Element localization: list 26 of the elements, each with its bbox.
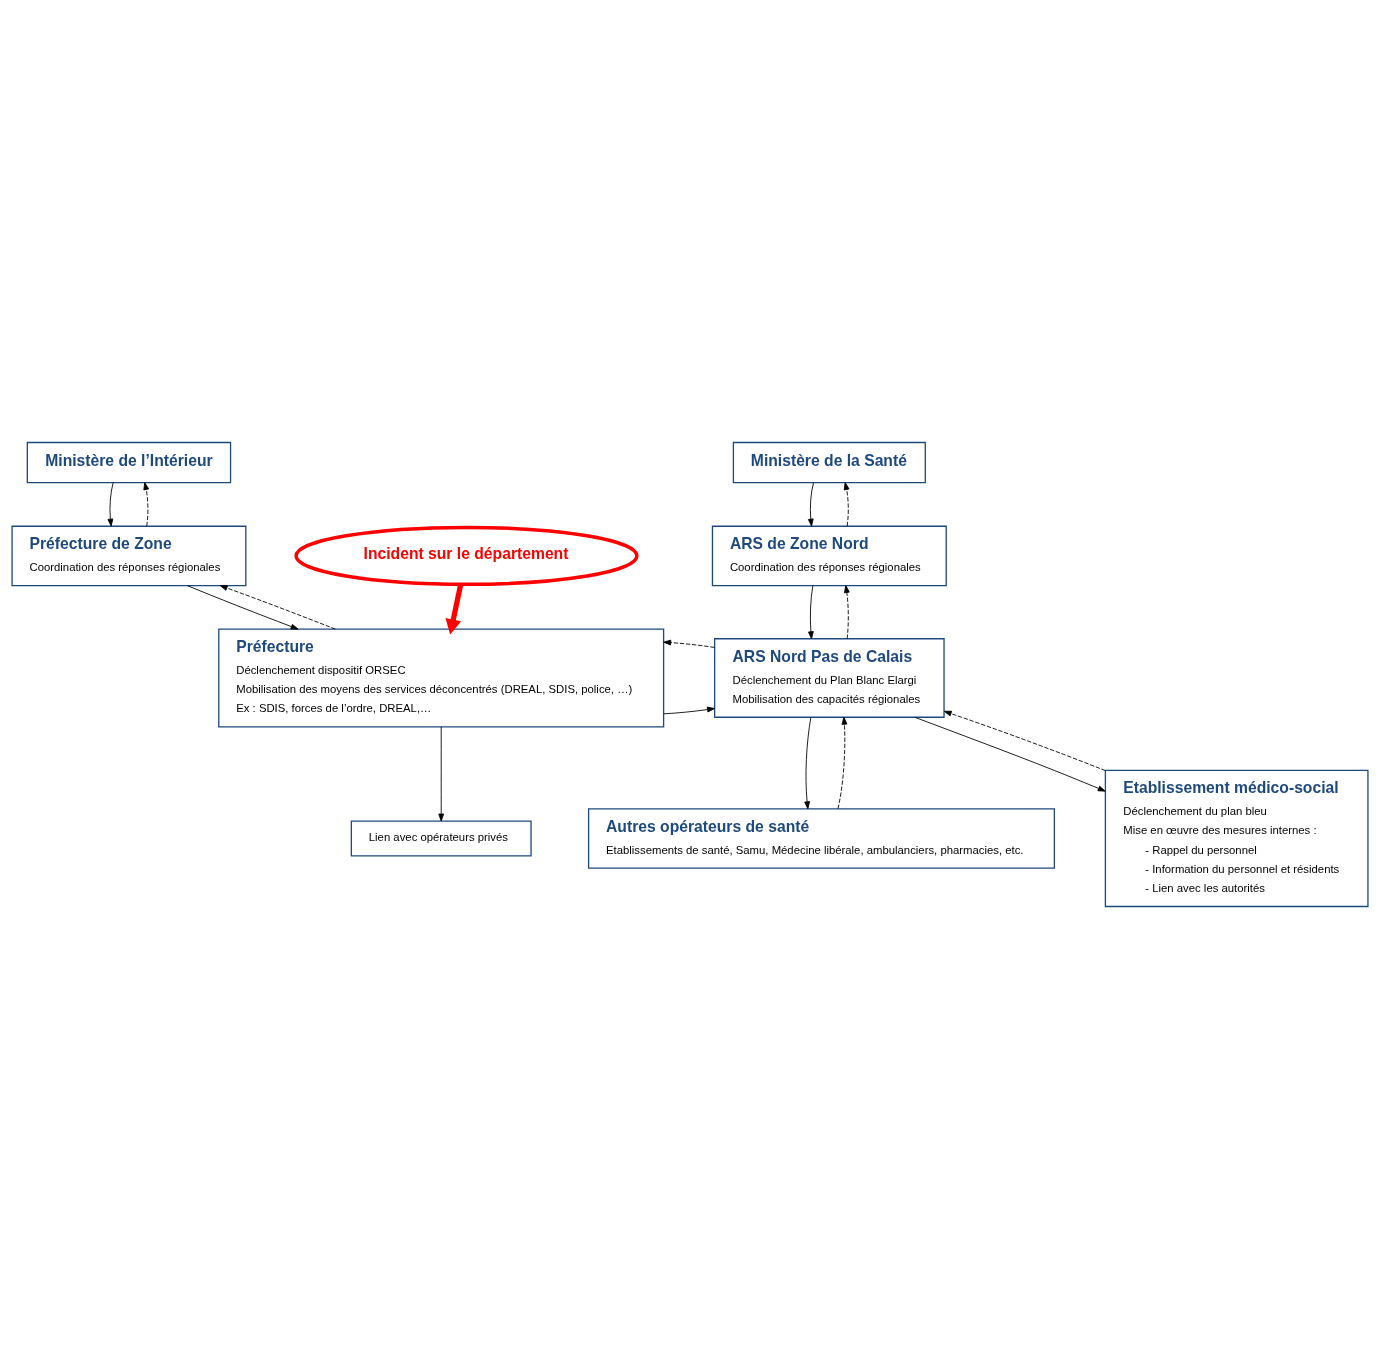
node-box: Préfecture de Zone Coordination des réponses régionales (11, 525, 247, 586)
node-box: Autres opérateurs de santé Etablissements de santé, Samu, Médecine libérale, ambulanciers, pharmacies, etc. (587, 807, 1056, 869)
node-box: Lien avec opérateurs privés (350, 819, 532, 857)
arrow (807, 481, 814, 526)
arrow (843, 481, 850, 526)
node-box: Etablissement médico-social Déclenchement du plan bleu Mise en œuvre des mesures internes : - Rappel du personnel - Information du personnel et résidents - Lien avec les autorités (1104, 769, 1369, 907)
arrow (808, 584, 814, 639)
node-box: Ministère de la Santé (732, 441, 926, 483)
arrow (663, 639, 715, 648)
node-box: Ministère de l’Intérieur (26, 441, 232, 483)
arrow (107, 481, 114, 526)
arrow (804, 716, 812, 809)
arrow (219, 584, 336, 630)
arrow (143, 481, 150, 526)
arrow (445, 583, 464, 635)
arrow (438, 726, 445, 821)
arrow (837, 716, 848, 809)
arrow (186, 584, 299, 630)
arrow (943, 710, 1106, 771)
arrow (914, 716, 1106, 792)
node-box: ARS de Zone Nord Coordination des réponses régionales (711, 525, 947, 586)
node-box: ARS Nord Pas de Calais Déclenchement du Plan Blanc Elargi Mobilisation des capacités régionales (714, 637, 945, 718)
node-box: Préfecture Déclenchement dispositif ORSEC Mobilisation des moyens des services déconcentrés (DREAL, SDIS, police, …) Ex : SDIS, forces de l’ordre, DREAL,… (218, 628, 665, 727)
node-ellipse: Incident sur le département (294, 525, 639, 586)
arrow (663, 706, 715, 714)
arrow (844, 584, 850, 639)
